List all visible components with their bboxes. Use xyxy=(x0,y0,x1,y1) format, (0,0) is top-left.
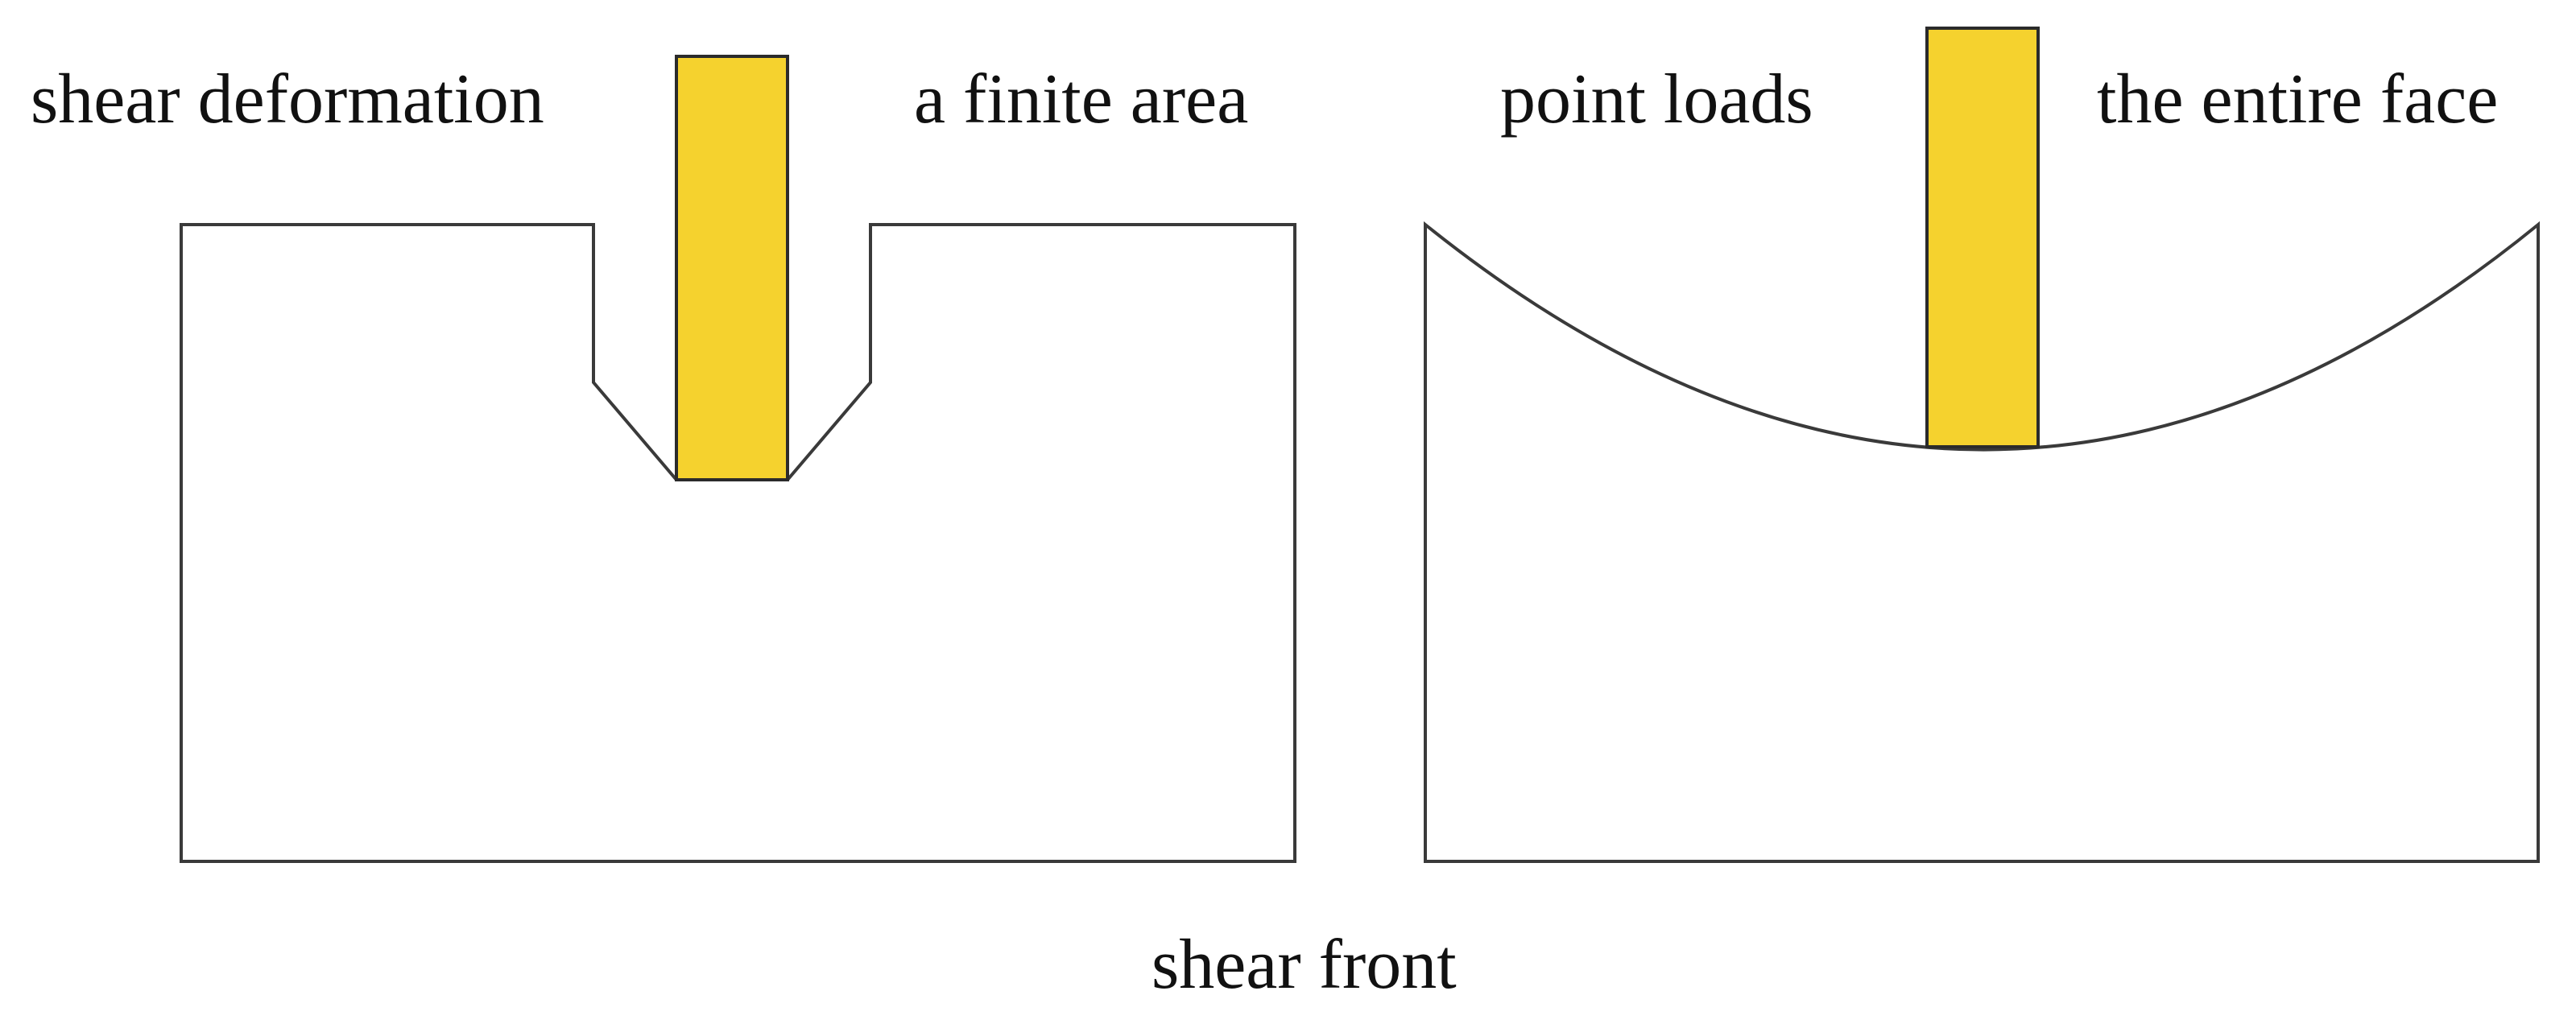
left-punch xyxy=(675,55,789,481)
right-panel: point loads the entire face xyxy=(1424,27,2540,863)
left-block-outline xyxy=(180,223,1296,863)
right-punch xyxy=(1925,27,2040,448)
right-block-outline xyxy=(1424,221,2540,863)
label-finite-area: a finite area xyxy=(914,60,1248,138)
left-panel: shear deformation a finite area xyxy=(31,55,1296,863)
label-shear-deformation: shear deformation xyxy=(31,60,544,138)
label-shear-front: shear front xyxy=(1152,926,1457,1004)
label-point-loads: point loads xyxy=(1500,60,1813,138)
label-entire-face: the entire face xyxy=(2097,60,2498,138)
